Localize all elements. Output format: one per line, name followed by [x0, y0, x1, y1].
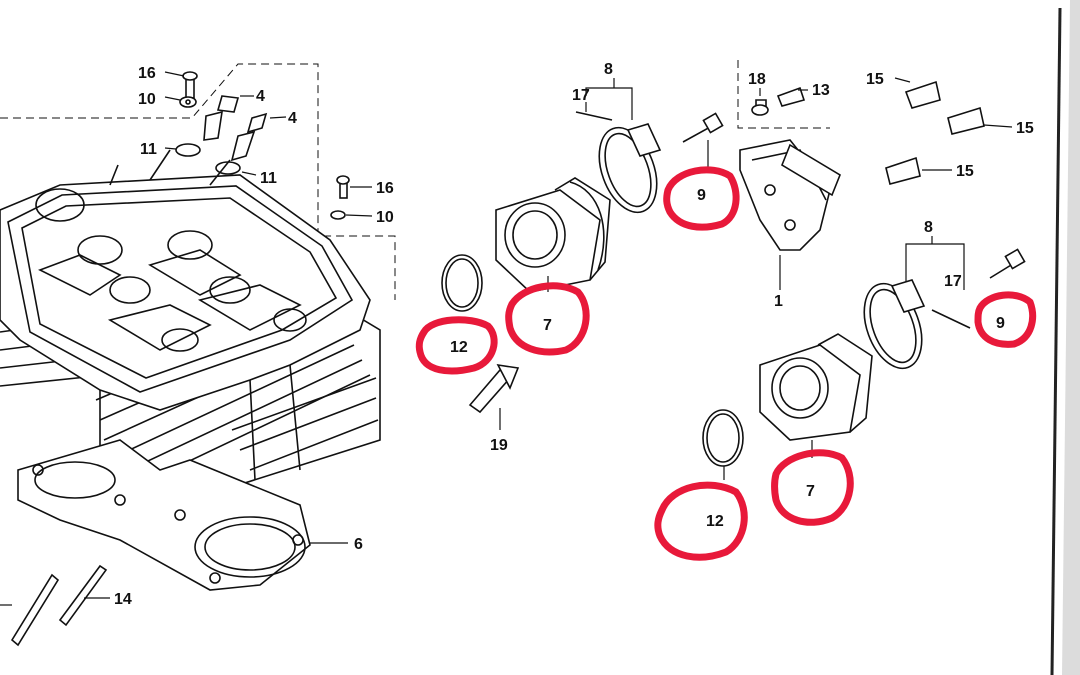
right-insulator-drawing	[702, 248, 1026, 467]
bolts-15-drawing	[885, 80, 985, 185]
bracket-drawing	[739, 86, 841, 251]
part-label-15: 15	[866, 71, 884, 88]
part-label-9: 9	[996, 315, 1005, 332]
highlight-circle-9-right	[974, 291, 1037, 348]
highlight-circle-7-right	[771, 449, 854, 526]
part-label-1: 1	[774, 293, 783, 310]
part-label-16: 16	[376, 180, 394, 197]
cylinder-head-drawing	[0, 149, 381, 511]
part-label-14: 14	[114, 591, 132, 608]
stud-bolts-drawing	[10, 564, 108, 647]
part-label-10: 10	[376, 209, 394, 226]
highlight-circle-7-left	[505, 282, 590, 356]
part-label-10: 10	[138, 91, 156, 108]
part-label-9: 9	[697, 187, 706, 204]
highlight-circle-12-right	[654, 481, 748, 561]
part-label-4: 4	[256, 88, 265, 105]
part-label-4: 4	[288, 110, 297, 127]
group-outline	[0, 60, 830, 300]
part-label-17: 17	[572, 87, 590, 104]
leader-lines	[0, 71, 1013, 606]
small-parts-drawing	[175, 71, 350, 220]
part-label-15: 15	[956, 163, 974, 180]
paper-edge	[1050, 7, 1062, 675]
part-label-12: 12	[706, 513, 724, 530]
part-label-16: 16	[138, 65, 156, 82]
part-label-8: 8	[924, 219, 933, 236]
part-number-labels: 16 10 4 4 11 11 16 10 6 14 12 7 19 8 17 …	[114, 61, 1034, 608]
part-label-13: 13	[812, 82, 830, 99]
head-gasket-drawing	[17, 439, 311, 591]
part-label-18: 18	[748, 71, 766, 88]
part-label-12: 12	[450, 339, 468, 356]
part-label-7: 7	[806, 483, 815, 500]
part-label-6: 6	[354, 536, 363, 553]
part-label-7: 7	[543, 317, 552, 334]
part-label-19: 19	[490, 437, 508, 454]
part-label-8: 8	[604, 61, 613, 78]
part-label-11: 11	[260, 170, 277, 187]
highlight-marks	[415, 166, 1037, 561]
part-label-15: 15	[1016, 120, 1034, 137]
highlight-circle-12-left	[415, 316, 498, 375]
part-label-11: 11	[140, 141, 157, 158]
highlight-circle-9-left	[663, 166, 740, 231]
left-insulator-drawing	[441, 111, 724, 414]
part-label-17: 17	[944, 273, 962, 290]
